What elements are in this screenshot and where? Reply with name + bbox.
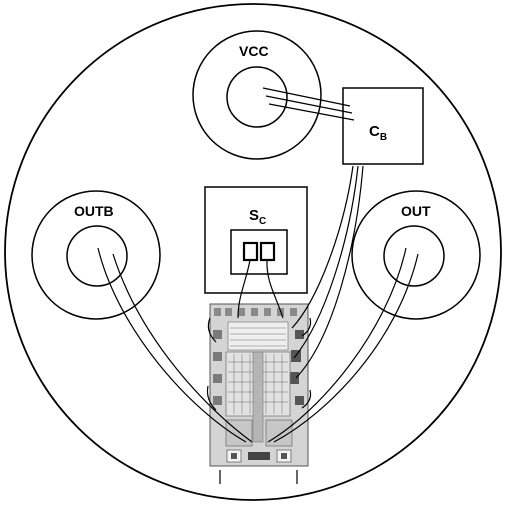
chip-center-bus [252,351,264,443]
bond-wires [97,87,419,484]
wire-sc-chip-right [266,259,284,319]
wire-vcc-cb-1 [262,87,351,107]
wire-outb-chip-2 [112,253,253,443]
wire-sc-chip-left [237,259,251,319]
vcc-pad-outer-ring [192,30,322,160]
outb-pad-inner-ring [66,225,128,287]
vcc-pad-inner-ring [226,66,288,128]
wire-chip-side-left-2 [206,385,217,411]
chip-lower-block-right [265,419,293,447]
wire-cb-chip-1 [291,165,354,329]
sc-label-sub: C [259,216,266,227]
sc-label: SC [249,207,266,227]
wire-vcc-cb-2 [265,95,353,114]
cb-label: CB [369,123,387,143]
wire-chip-side-right-1 [301,317,312,337]
outb-pad-outer-ring [31,190,161,320]
out-pad: OUT [351,190,481,320]
cb-capacitor: CB [342,87,424,165]
chip-pad-column-left [213,330,222,405]
wire-chip-side-right-2 [301,389,312,409]
sc-label-main: S [249,207,259,224]
chip-die [209,303,309,467]
outb-pad: OUTB [31,190,161,320]
chip-logic-rows-upper [230,327,286,347]
out-pad-inner-ring [383,225,445,287]
wire-outb-chip-1 [97,247,247,443]
wire-chip-side-left-1 [207,317,217,343]
wire-cb-chip-3 [295,165,364,379]
wire-vcc-cb-3 [268,103,355,121]
wire-cb-chip-2 [293,165,359,359]
cb-label-sub: B [380,132,387,143]
sc-outer-box [204,186,308,294]
sc-pad-left [242,241,259,262]
sc-component: SC [204,186,308,294]
package-outline [4,3,502,501]
vcc-label: VCC [239,43,269,59]
vcc-pad: VCC [192,30,322,160]
wire-out-chip-1 [267,247,407,443]
chip-logic-block-upper [227,321,289,351]
chip-pad-row-bottom [226,449,292,463]
out-pad-outer-ring [351,190,481,320]
outb-label: OUTB [74,203,114,219]
sc-inner-box [230,229,288,275]
sc-pad-right [259,241,276,262]
cb-label-main: C [369,123,380,140]
out-label: OUT [401,203,431,219]
wire-out-chip-2 [273,253,419,443]
cb-box [342,87,424,165]
